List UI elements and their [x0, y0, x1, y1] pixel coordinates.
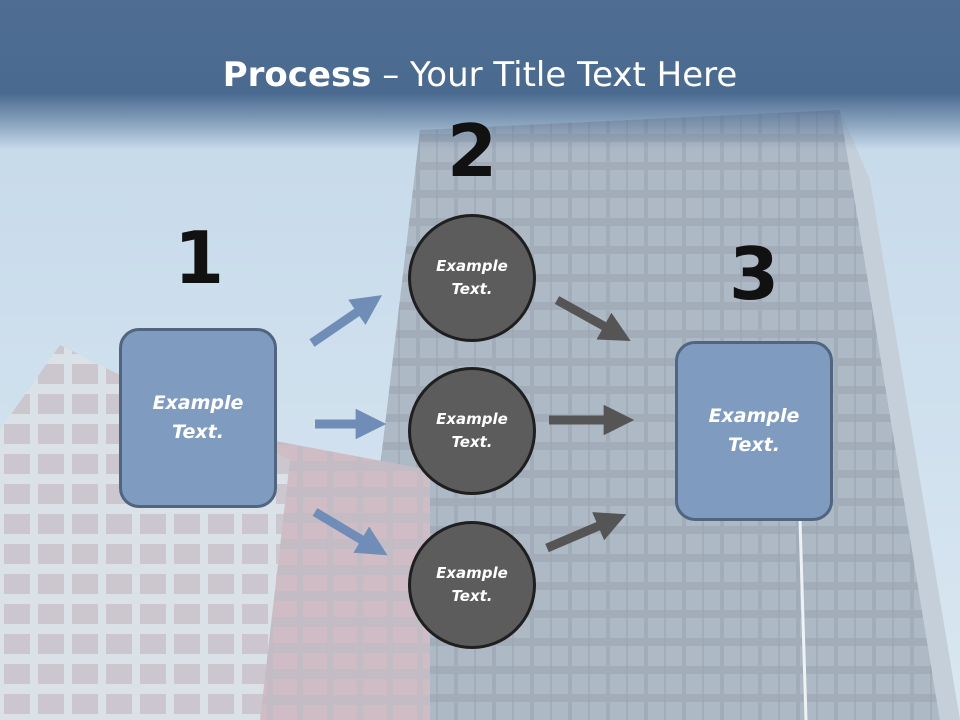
- step-2-circle-top-text: Example Text.: [436, 257, 508, 298]
- step-3-text: Example Text.: [708, 405, 800, 456]
- step-3-box[interactable]: Example Text.: [675, 341, 833, 521]
- step-2-circle-middle[interactable]: Example Text.: [408, 367, 536, 495]
- step-1-text: Example Text.: [152, 392, 244, 443]
- title-band: [0, 0, 960, 150]
- step-2-circle-middle-text: Example Text.: [436, 410, 508, 451]
- step-2-circle-bottom-text: Example Text.: [436, 564, 508, 605]
- slide-title: Process – Your Title Text Here: [0, 54, 960, 96]
- step-number-1: 1: [173, 216, 225, 300]
- arrow-1-to-2a: [309, 295, 383, 347]
- arrow-2c-to-3: [545, 512, 627, 553]
- step-number-2: 2: [446, 109, 498, 193]
- title-bold-part: Process: [222, 55, 372, 95]
- arrow-1-to-2c: [312, 508, 388, 556]
- title-rest-part: – Your Title Text Here: [371, 55, 738, 95]
- step-2-circle-top[interactable]: Example Text.: [408, 214, 536, 342]
- step-1-box[interactable]: Example Text.: [119, 328, 277, 508]
- step-number-3: 3: [728, 232, 780, 316]
- arrow-2a-to-3: [554, 296, 631, 341]
- step-2-circle-bottom[interactable]: Example Text.: [408, 521, 536, 649]
